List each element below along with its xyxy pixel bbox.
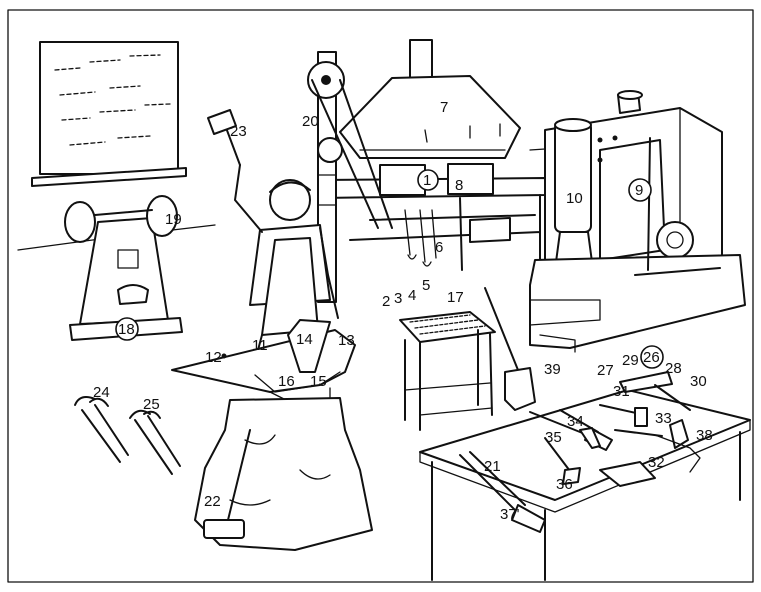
label-30: 30 xyxy=(690,373,707,390)
label-15: 15 xyxy=(310,373,327,390)
work-table xyxy=(420,390,750,580)
forge-hood xyxy=(340,40,520,158)
label-1: 1 xyxy=(423,172,431,189)
label-11: 11 xyxy=(252,337,268,354)
label-13: 13 xyxy=(338,332,355,349)
label-32: 32 xyxy=(648,454,665,471)
label-16: 16 xyxy=(278,373,295,390)
label-9: 9 xyxy=(635,182,643,199)
label-6: 6 xyxy=(435,239,443,256)
label-3: 3 xyxy=(394,290,402,307)
label-27: 27 xyxy=(597,362,614,379)
label-26: 26 xyxy=(643,349,660,366)
label-37: 37' xyxy=(500,506,520,523)
label-5: 5 xyxy=(422,277,430,294)
label-25: 25 xyxy=(143,396,160,413)
label-34: 34 xyxy=(567,413,584,430)
label-10: 10 xyxy=(566,190,583,207)
label-33: 33 xyxy=(655,410,672,427)
label-23: 23 xyxy=(230,123,247,140)
label-28: 28 xyxy=(665,360,682,377)
label-22: 22 xyxy=(204,493,221,510)
label-12: 12 xyxy=(205,349,222,366)
label-18: 18 xyxy=(118,321,135,338)
label-24: 24 xyxy=(93,384,110,401)
label-29: 29 xyxy=(622,352,639,369)
label-17: 17 xyxy=(447,289,464,306)
label-38: 38 xyxy=(696,427,713,444)
power-hammer xyxy=(530,91,745,352)
label-20: 20 xyxy=(302,113,319,130)
label-36: 36 xyxy=(556,476,573,493)
label-8: 8 xyxy=(455,177,463,194)
tongs-set xyxy=(75,397,180,474)
swage-block-stand xyxy=(400,312,495,430)
label-19: 19 xyxy=(165,211,182,228)
label-14: 14 xyxy=(296,331,313,348)
label-2: 2 xyxy=(382,293,390,310)
label-21: 21 xyxy=(484,458,501,475)
label-39: 39 xyxy=(544,361,561,378)
label-4: 4 xyxy=(408,287,416,304)
window xyxy=(32,42,186,186)
label-31: 31 xyxy=(613,383,630,400)
label-7: 7 xyxy=(440,99,448,116)
shovel xyxy=(485,288,535,410)
label-35: 35 xyxy=(545,429,562,446)
